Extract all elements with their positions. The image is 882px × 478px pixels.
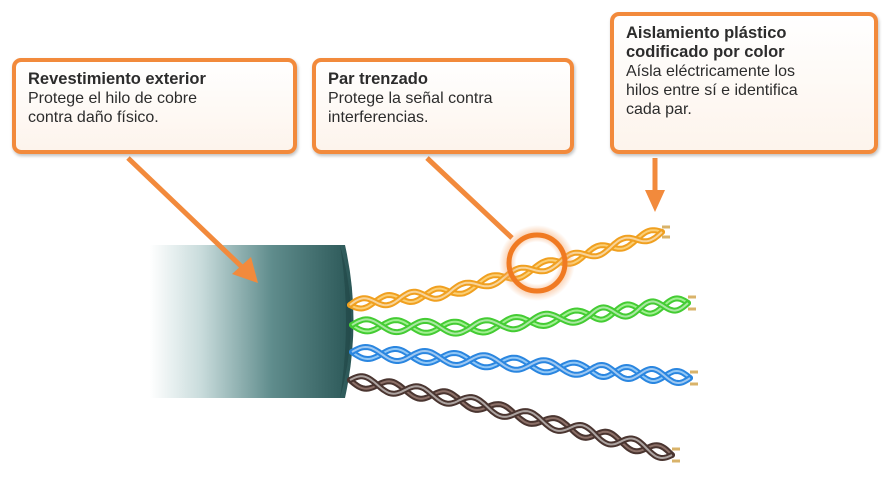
callout-insulation-desc-line3: cada par. <box>626 101 692 118</box>
callout-twisted-pair: Par trenzado Protege la señal contra int… <box>312 58 574 154</box>
pair-green-stripe-b <box>351 300 689 335</box>
pair-blue-stripe-b <box>351 345 691 385</box>
pair-blue <box>349 343 698 387</box>
callout-insulation-desc-line1: Aísla eléctricamente los <box>626 63 795 80</box>
arrow-jacket <box>126 156 258 283</box>
cable-jacket <box>150 245 354 398</box>
callout-jacket-desc-line2: contra daño físico. <box>28 109 159 126</box>
arrow-twisted-pair <box>425 156 514 240</box>
pair-brown <box>347 373 680 463</box>
pair-green <box>349 295 696 337</box>
callout-twisted-title: Par trenzado <box>328 70 428 88</box>
callout-insulation-desc-line2: hilos entre sí e identifica <box>626 82 798 99</box>
callout-color-coded-insulation: Aislamiento plástico codificado por colo… <box>610 12 878 154</box>
arrow-insulation <box>645 158 665 212</box>
callout-twisted-desc-line2: interferencias. <box>328 109 429 126</box>
callout-insulation-title-line1: Aislamiento plástico <box>626 24 787 42</box>
cable-jacket-end <box>340 245 351 398</box>
callout-jacket-title: Revestimiento exterior <box>28 70 206 88</box>
callout-twisted-desc-line1: Protege la señal contra <box>328 90 493 107</box>
callout-jacket-desc-line1: Protege el hilo de cobre <box>28 90 197 107</box>
highlight-circle <box>506 232 568 294</box>
callout-outer-jacket: Revestimiento exterior Protege el hilo d… <box>12 58 297 154</box>
pair-brown-stripe-b <box>349 375 673 460</box>
callout-insulation-title-line2: codificado por color <box>626 43 785 61</box>
